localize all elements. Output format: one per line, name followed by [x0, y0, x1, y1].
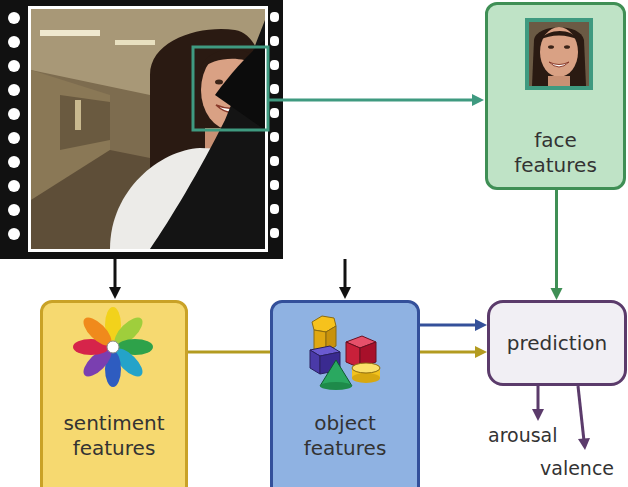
node-text: face features [496, 128, 616, 178]
output-label: valence [540, 457, 614, 479]
node-text: object features [283, 411, 407, 461]
feature-box: object features [270, 300, 420, 487]
feature-box: sentiment features [40, 300, 188, 487]
object-shapes-icon [310, 316, 380, 390]
output-label: arousal [488, 424, 558, 446]
prediction-box: prediction [487, 300, 627, 386]
feature-box: face features [485, 2, 626, 190]
node-text: prediction [507, 331, 607, 356]
face-thumbnail [525, 18, 593, 90]
connector-arrow [551, 190, 563, 300]
connector-arrow [420, 319, 487, 331]
node-text: sentiment features [52, 411, 176, 461]
sentiment-wheel-icon [73, 307, 153, 387]
